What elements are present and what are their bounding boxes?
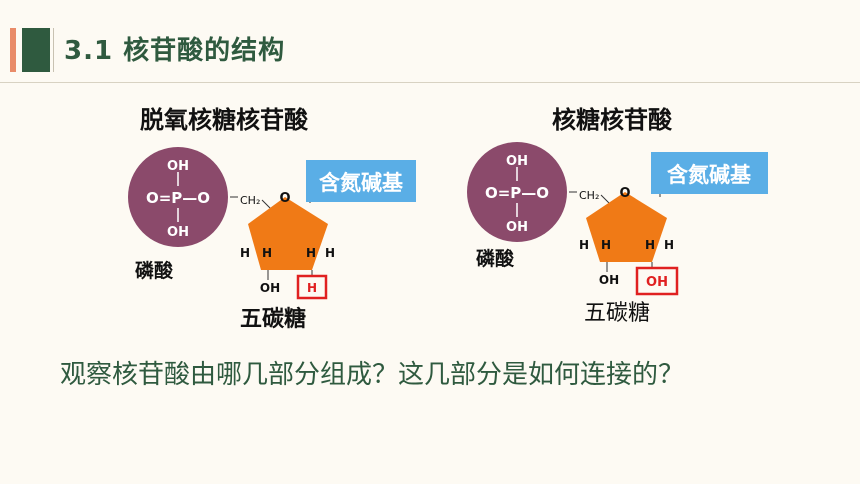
left-heading: 脱氧核糖核苷酸	[140, 106, 308, 134]
left-ch2: CH₂	[240, 194, 260, 207]
right-phosphate-center: O=P—O	[485, 184, 549, 202]
divider-vertical	[53, 28, 54, 72]
left-h-3: H	[306, 246, 316, 260]
right-phosphate-label: 磷酸	[476, 247, 515, 270]
right-base-label: 含氮碱基	[667, 163, 752, 187]
question-text: 观察核苷酸由哪几部分组成？这几部分是如何连接的？	[60, 360, 685, 390]
left-oh-label: OH	[260, 281, 280, 295]
right-nucleotide: OH O=P—O OH 磷酸 CH₂ O 含氮碱基 H H H H OH OH …	[467, 142, 768, 326]
left-phosphate-oh-top: OH	[167, 159, 189, 174]
left-boxed-label: H	[307, 281, 317, 295]
header-divider	[0, 82, 860, 83]
left-phosphate-circle	[128, 147, 228, 247]
right-ring-oxygen: O	[619, 186, 630, 201]
left-h-1: H	[240, 246, 250, 260]
left-ring-oxygen: O	[279, 191, 290, 206]
left-sugar-label: 五碳糖	[240, 306, 306, 332]
left-base-box	[306, 160, 416, 202]
accent-bar-orange	[10, 28, 16, 72]
left-h-2: H	[262, 246, 272, 260]
accent-bar-green	[22, 28, 50, 72]
left-phosphate-oh-bottom: OH	[167, 225, 189, 240]
right-base-box	[651, 152, 768, 194]
left-phosphate-center: O=P—O	[146, 189, 210, 207]
left-highlight-box	[296, 274, 328, 300]
left-base-label: 含氮碱基	[319, 171, 404, 195]
right-ch2: CH₂	[579, 189, 599, 202]
right-h-2: H	[601, 238, 611, 252]
right-highlight-box	[635, 266, 679, 296]
right-boxed-label: OH	[646, 275, 668, 290]
right-sugar-label: 五碳糖	[584, 301, 650, 326]
right-h-4: H	[664, 238, 674, 252]
right-phosphate-oh-bottom: OH	[506, 220, 528, 235]
right-h-1: H	[579, 238, 589, 252]
right-phosphate-circle	[467, 142, 567, 242]
left-sugar-ring	[248, 197, 328, 270]
page-title: 3.1 核苷酸的结构	[64, 36, 286, 66]
left-h-4: H	[325, 246, 335, 260]
right-heading: 核糖核苷酸	[552, 106, 672, 134]
left-phosphate-label: 磷酸	[135, 259, 174, 282]
right-h-3: H	[645, 238, 655, 252]
left-nucleotide: OH O=P—O OH 磷酸 CH₂ O 含氮碱基 H H H H OH H 五…	[128, 147, 416, 332]
right-oh-label: OH	[599, 273, 619, 287]
right-phosphate-oh-top: OH	[506, 154, 528, 169]
right-sugar-ring	[586, 192, 667, 262]
